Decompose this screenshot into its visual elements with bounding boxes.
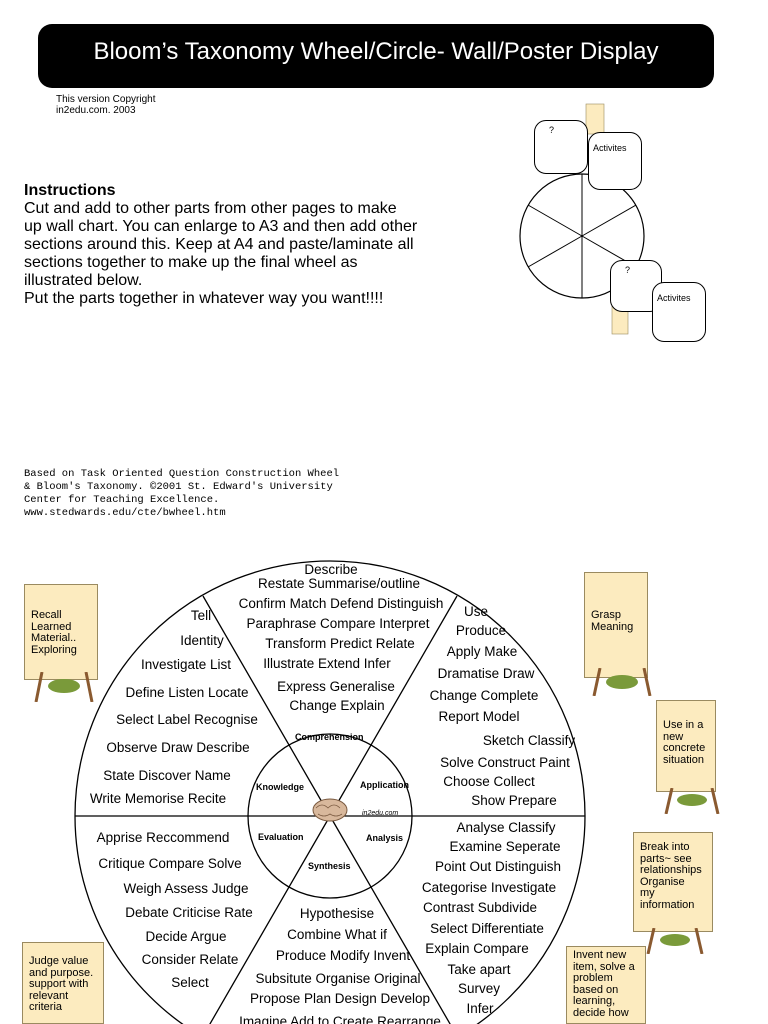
evaluation-word: Critique Compare Solve xyxy=(98,856,241,871)
card-text: information xyxy=(640,900,708,912)
analysis-word: Survey xyxy=(458,981,500,996)
knowledge-word: Define Listen Locate xyxy=(125,685,248,700)
application-word: Report Model xyxy=(438,709,519,724)
application-word: Solve Construct Paint xyxy=(440,755,570,770)
analysis-word: Explain Compare xyxy=(425,941,529,956)
card-text: learning, xyxy=(573,996,641,1008)
comprehension-word: Express Generalise xyxy=(277,679,395,694)
level-analysis: Analysis xyxy=(366,833,403,843)
card-text: Meaning xyxy=(591,622,643,634)
card-text: Use in a xyxy=(663,720,711,732)
analysis-word: Examine Seperate xyxy=(449,839,560,854)
comprehension-word: Confirm Match Defend Distinguish xyxy=(239,596,444,611)
analysis-word: Take apart xyxy=(447,962,510,977)
card-text: problem xyxy=(573,973,641,985)
card-break: Break into parts~ see relationships Orga… xyxy=(633,832,713,932)
card-text: Grasp xyxy=(591,610,643,622)
card-judge: Judge value and purpose. support with re… xyxy=(22,942,104,1024)
analysis-word: Point Out Distinguish xyxy=(435,859,561,874)
card-text: Invent new xyxy=(573,950,641,962)
card-text: concrete xyxy=(663,743,711,755)
level-evaluation: Evaluation xyxy=(258,832,304,842)
easel-icon xyxy=(34,672,94,702)
application-word: Use xyxy=(464,604,488,619)
application-word: Produce xyxy=(456,623,506,638)
evaluation-word: Apprise Reccommend xyxy=(97,830,230,845)
level-application: Application xyxy=(360,780,409,790)
application-word: Show Prepare xyxy=(471,793,557,808)
card-text: situation xyxy=(663,755,711,767)
card-grasp: Grasp Meaning xyxy=(584,572,648,678)
knowledge-word: State Discover Name xyxy=(103,768,231,783)
level-synthesis: Synthesis xyxy=(308,861,351,871)
knowledge-word: Write Memorise Recite xyxy=(90,791,226,806)
synthesis-word: Propose Plan Design Develop xyxy=(250,991,430,1006)
card-text: Material.. xyxy=(31,633,93,645)
application-word: Apply Make xyxy=(447,644,518,659)
comprehension-word: Change Explain xyxy=(289,698,384,713)
analysis-word: Select Differentiate xyxy=(430,921,544,936)
knowledge-word: Investigate List xyxy=(141,657,231,672)
easel-icon xyxy=(592,668,652,696)
card-text: Recall xyxy=(31,610,93,622)
card-text: Exploring xyxy=(31,645,93,657)
analysis-word: Categorise Investigate xyxy=(422,880,556,895)
easel-icon xyxy=(664,788,720,814)
comprehension-word: Paraphrase Compare Interpret xyxy=(246,616,429,631)
wheel-center-label: in2edu.com xyxy=(362,810,398,817)
comprehension-word: Transform Predict Relate xyxy=(265,636,415,651)
card-text: Break into xyxy=(640,842,708,854)
card-use: Use in a new concrete situation xyxy=(656,700,716,792)
evaluation-word: Debate Criticise Rate xyxy=(125,905,253,920)
card-text: my xyxy=(640,888,708,900)
knowledge-word: Select Label Recognise xyxy=(116,712,258,727)
synthesis-word: Hypothesise xyxy=(300,906,374,921)
card-text: relationships xyxy=(640,865,708,877)
card-text: Judge value xyxy=(29,956,99,968)
analysis-word: Infer xyxy=(466,1001,494,1016)
application-word: Choose Collect xyxy=(443,774,535,789)
analysis-word: Analyse Classify xyxy=(456,820,555,835)
brain-icon xyxy=(313,799,347,821)
evaluation-word: Select xyxy=(171,975,209,990)
comprehension-word: Restate Summarise/outline xyxy=(258,576,420,591)
evaluation-word: Weigh Assess Judge xyxy=(123,881,248,896)
application-word: Change Complete xyxy=(430,688,539,703)
synthesis-word: Imagine Add to Create Rearrange xyxy=(239,1014,441,1024)
card-recall: Recall Learned Material.. Exploring xyxy=(24,584,98,680)
comprehension-word: Describe xyxy=(304,562,357,577)
evaluation-word: Consider Relate xyxy=(142,952,239,967)
comprehension-word: Illustrate Extend Infer xyxy=(263,656,391,671)
card-text: decide how xyxy=(573,1008,641,1020)
card-text: support with xyxy=(29,979,99,991)
analysis-word: Contrast Subdivide xyxy=(423,900,537,915)
easel-icon xyxy=(646,928,704,954)
level-knowledge: Knowledge xyxy=(256,782,304,792)
application-word: Dramatise Draw xyxy=(438,666,535,681)
application-word: Sketch Classify xyxy=(483,733,576,748)
knowledge-word: Tell xyxy=(191,608,211,623)
synthesis-word: Produce Modify Invent xyxy=(276,948,411,963)
knowledge-word: Identity xyxy=(180,633,224,648)
synthesis-word: Subsitute Organise Original xyxy=(255,971,420,986)
evaluation-word: Decide Argue xyxy=(145,929,226,944)
knowledge-word: Observe Draw Describe xyxy=(106,740,249,755)
level-comprehension: Comprehension xyxy=(295,732,364,742)
card-text: criteria xyxy=(29,1002,99,1014)
synthesis-word: Combine What if xyxy=(287,927,387,942)
card-invent: Invent new item, solve a problem based o… xyxy=(566,946,646,1024)
